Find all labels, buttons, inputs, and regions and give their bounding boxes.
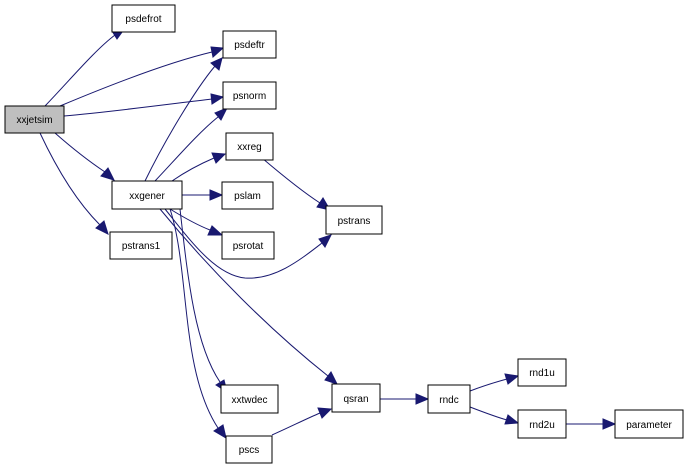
node-label-psdefrot: psdefrot (125, 14, 161, 25)
node-psrotat[interactable]: psrotat (221, 231, 275, 260)
node-label-xxgener: xxgener (129, 191, 165, 202)
node-label-xxtwdec: xxtwdec (231, 395, 267, 406)
node-psdeftr[interactable]: psdeftr (222, 30, 277, 59)
node-pscs[interactable]: pscs (225, 435, 273, 464)
edge-xxgener-pstrans (164, 208, 332, 279)
node-pslam[interactable]: pslam (221, 181, 274, 210)
node-psdefrot[interactable]: psdefrot (111, 4, 176, 33)
node-xxreg[interactable]: xxreg (225, 132, 274, 161)
node-label-xxreg: xxreg (237, 142, 261, 153)
node-label-pslam: pslam (234, 191, 261, 202)
edge-xxjetsim-xxgener (54, 132, 115, 181)
edge-xxgener-psdeftr (144, 57, 223, 182)
node-label-psnorm: psnorm (233, 91, 266, 102)
node-rndc[interactable]: rndc (427, 384, 471, 414)
node-label-pstrans1: pstrans1 (122, 241, 161, 252)
node-label-rndc: rndc (439, 395, 458, 406)
node-rnd2u[interactable]: rnd2u (517, 409, 567, 439)
node-pstrans[interactable]: pstrans (325, 205, 383, 235)
edge-xxgener-pslam (182, 189, 224, 201)
edge-rndc-rnd2u (469, 406, 520, 425)
edge-xxgener-qsran (159, 208, 338, 385)
node-label-rnd2u: rnd2u (529, 420, 555, 431)
node-xxjetsim[interactable]: xxjetsim (4, 105, 65, 134)
edge-xxjetsim-pstrans1 (39, 132, 109, 235)
node-parameter[interactable]: parameter (614, 409, 684, 439)
node-psnorm[interactable]: psnorm (222, 81, 277, 110)
edge-xxjetsim-psnorm (63, 93, 225, 117)
edge-xxgener-xxreg (171, 152, 227, 182)
edge-xxgener-psnorm (154, 107, 229, 182)
node-label-psrotat: psrotat (233, 241, 264, 252)
edge-qsran-rndc (380, 393, 430, 405)
node-qsran[interactable]: qsran (331, 383, 381, 413)
edge-rnd2u-parameter (566, 418, 617, 430)
node-label-rnd1u: rnd1u (529, 368, 555, 379)
node-label-qsran: qsran (343, 394, 368, 405)
edge-xxjetsim-psdeftr (59, 46, 225, 107)
edge-pscs-qsran (271, 407, 333, 436)
node-label-pstrans: pstrans (338, 216, 371, 227)
node-pstrans1[interactable]: pstrans1 (109, 231, 173, 260)
node-label-xxjetsim: xxjetsim (16, 115, 52, 126)
node-label-psdeftr: psdeftr (234, 40, 265, 51)
node-rnd1u[interactable]: rnd1u (517, 358, 567, 387)
edge-xxgener-psrotat (169, 208, 224, 236)
node-xxtwdec[interactable]: xxtwdec (220, 384, 279, 414)
node-xxgener[interactable]: xxgener (111, 180, 183, 210)
node-label-parameter: parameter (626, 420, 672, 431)
edge-xxjetsim-psdefrot (44, 27, 127, 107)
edge-rndc-rnd1u (469, 373, 520, 392)
edge-xxgener-pscs (169, 208, 227, 440)
node-label-pscs: pscs (239, 445, 260, 456)
